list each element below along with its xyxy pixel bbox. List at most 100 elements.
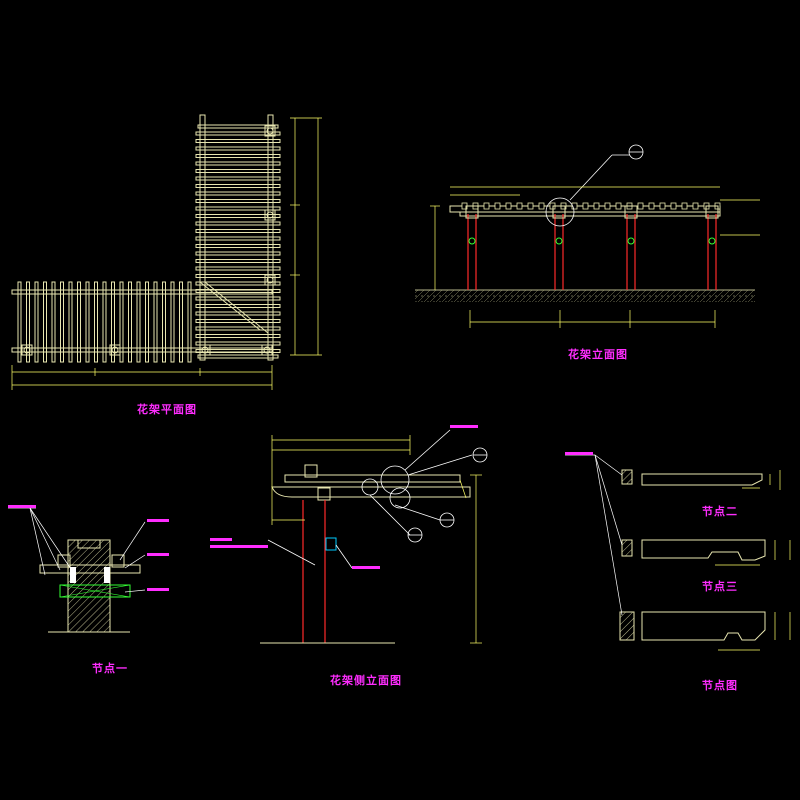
- plan-post: [109, 344, 121, 356]
- plan-dimensions: [11, 117, 322, 390]
- plan-slat: [195, 139, 281, 143]
- ground-hatch: [415, 290, 755, 302]
- plan-post: [261, 344, 273, 356]
- plan-slat: [111, 281, 115, 363]
- plan-slat: [195, 266, 281, 271]
- slat-end: [648, 202, 655, 210]
- plan-slat: [195, 334, 281, 338]
- slat-end: [571, 202, 578, 210]
- plan-post-bolt: [266, 276, 274, 284]
- plan-slat: [162, 281, 166, 363]
- elevation-callout: [545, 144, 644, 227]
- plan-post: [199, 344, 211, 356]
- slat-end: [505, 202, 512, 210]
- slat-end: [516, 202, 523, 210]
- plan-slat: [195, 184, 281, 188]
- post-bracket: [555, 237, 563, 245]
- node-three-title: 节点三: [702, 580, 738, 593]
- plan-post-bolt: [201, 346, 209, 354]
- plan-slat: [17, 281, 22, 363]
- slat-end: [604, 202, 611, 210]
- plan-slat: [195, 214, 281, 218]
- plan-post: [264, 125, 276, 137]
- plan-slat: [195, 319, 281, 323]
- plan-slat: [128, 281, 132, 363]
- plan-slat: [34, 281, 39, 363]
- plan-slat: [94, 281, 98, 363]
- plan-slat: [26, 281, 30, 363]
- plan-slat: [195, 274, 281, 278]
- front-elevation-view: [415, 144, 760, 328]
- plan-slat: [195, 191, 281, 196]
- plan-slat: [136, 281, 141, 363]
- plan-post-bolt: [266, 211, 274, 219]
- slat-end: [615, 202, 622, 210]
- plan-slat: [85, 281, 90, 363]
- node-detail-views: [565, 452, 791, 651]
- plan-slat: [195, 341, 281, 346]
- post-cap: [465, 205, 479, 219]
- elevation-view-title: 花架立面图: [568, 348, 628, 361]
- plan-post: [264, 209, 276, 221]
- slat-end: [637, 202, 644, 210]
- plan-view-title: 花架平面图: [137, 403, 197, 416]
- plan-slat: [195, 304, 281, 308]
- node-detail-title: 节点图: [702, 679, 738, 692]
- plan-post: [21, 344, 33, 356]
- slat-end: [692, 202, 699, 210]
- plan-slat: [195, 281, 281, 286]
- slat-end: [670, 202, 677, 210]
- plan-post-bolt: [263, 346, 271, 354]
- plan-slat: [119, 281, 124, 363]
- plan-slat: [195, 199, 281, 203]
- slat-end: [681, 202, 688, 210]
- plan-slat: [170, 281, 175, 363]
- plan-slat: [102, 281, 107, 363]
- plan-post-bolt: [111, 346, 119, 354]
- plan-horizontal-slats: [17, 281, 192, 363]
- post-cap: [552, 205, 566, 219]
- plan-slat: [179, 281, 183, 363]
- plan-slat: [195, 154, 281, 158]
- plan-slat: [195, 236, 281, 241]
- post-bracket: [708, 237, 716, 245]
- plan-slat: [43, 281, 47, 363]
- plan-slat: [195, 251, 281, 256]
- plan-posts: [21, 125, 276, 356]
- plan-horizontal-arm: [11, 281, 273, 353]
- node-one-view: [8, 505, 169, 633]
- post-cap: [624, 205, 638, 219]
- plan-slat: [195, 176, 281, 181]
- elevation-posts: [465, 205, 719, 290]
- plan-slat: [195, 259, 281, 263]
- plan-slat: [195, 169, 281, 173]
- slat-end: [659, 202, 666, 210]
- side-elevation-title: 花架侧立面图: [330, 674, 402, 687]
- plan-slat: [195, 326, 281, 331]
- plan-slat: [187, 281, 192, 363]
- post-cap: [705, 205, 719, 219]
- slat-end: [593, 202, 600, 210]
- slat-end: [538, 202, 545, 210]
- side-elevation-view: [210, 425, 488, 644]
- plan-slat: [60, 281, 64, 363]
- plan-slat: [195, 131, 281, 136]
- plan-slat: [195, 296, 281, 301]
- plan-slat: [51, 281, 56, 363]
- plan-slat: [68, 281, 73, 363]
- plan-slat: [195, 229, 281, 233]
- post-bracket: [468, 237, 476, 245]
- plan-slat: [195, 206, 281, 211]
- elevation-dimensions: [430, 186, 760, 328]
- plan-post-bolt: [266, 127, 274, 135]
- plan-vertical-slats: [195, 131, 281, 353]
- slat-end: [582, 202, 589, 210]
- plan-slat: [195, 244, 281, 248]
- plan-slat: [77, 281, 81, 363]
- plan-view: [11, 114, 322, 390]
- post-bracket: [627, 237, 635, 245]
- plan-slat: [195, 146, 281, 151]
- slat-end: [494, 202, 501, 210]
- plan-post: [264, 274, 276, 286]
